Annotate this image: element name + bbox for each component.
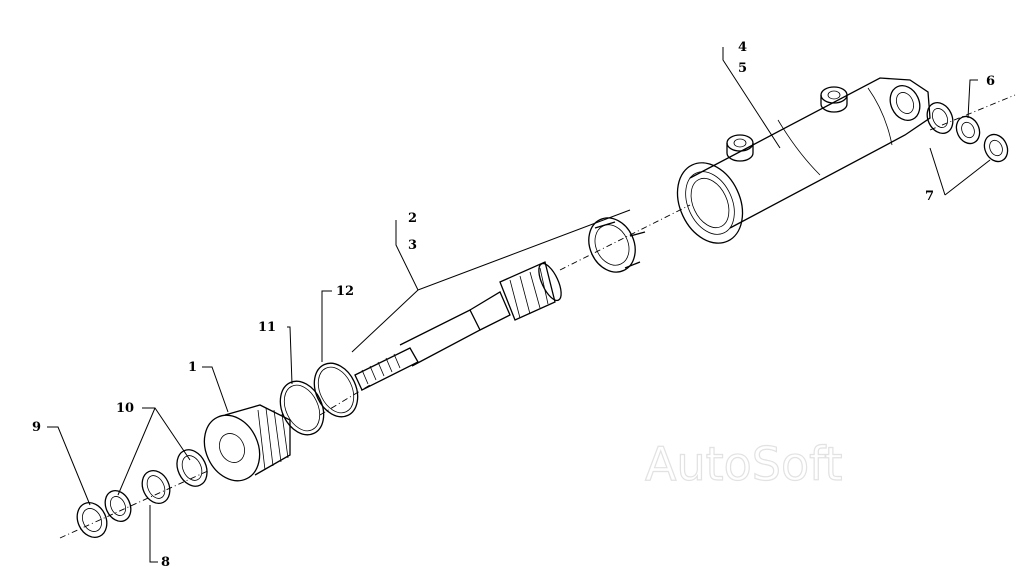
piston-seal-ring [588, 217, 646, 273]
callouts: 1 2 3 4 5 6 7 8 9 10 11 12 [32, 40, 995, 570]
callout-1: 1 [188, 360, 197, 375]
callout-7: 7 [925, 189, 934, 204]
o-rings [279, 362, 359, 436]
leader-lines [47, 47, 991, 563]
callout-8: 8 [161, 555, 170, 570]
callout-10: 10 [116, 401, 134, 416]
piston-rod [354, 261, 562, 391]
watermark: AutoSoft [645, 437, 843, 491]
callout-5: 5 [738, 61, 747, 76]
callout-2: 2 [408, 211, 417, 226]
callout-11: 11 [258, 320, 276, 335]
callout-9: 9 [32, 420, 41, 435]
callout-4: 4 [738, 40, 747, 55]
cylinder-head-gland [203, 404, 291, 482]
callout-12: 12 [336, 284, 354, 299]
center-axis [59, 94, 1016, 539]
pin-retainer-parts [926, 101, 1009, 163]
cylinder-body [676, 77, 931, 244]
callout-6: 6 [986, 74, 995, 89]
callout-3: 3 [408, 238, 417, 253]
seals-and-wiper [76, 449, 208, 539]
